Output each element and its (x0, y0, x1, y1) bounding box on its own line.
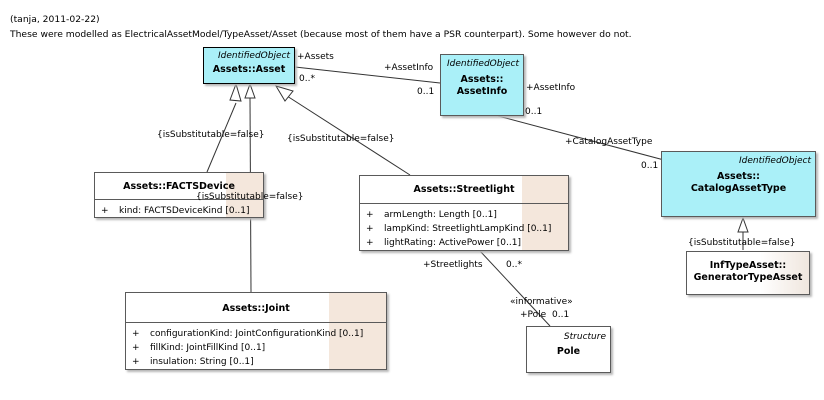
attribute-text: kind: FACTSDeviceKind [0..1] (119, 206, 250, 216)
class-asset-info-name-line1: Assets:: (460, 74, 504, 85)
attribute-row: + insulation: String [0..1] (126, 355, 386, 369)
label-assetinfo-multiplicity-2: 0..1 (525, 107, 543, 117)
label-assetinfo-role-2: +AssetInfo (526, 83, 576, 93)
class-facts-device-name: Assets::FACTSDevice (123, 181, 235, 192)
note-description: These were modelled as ElectricalAssetMo… (10, 29, 632, 40)
class-catalog-asset-type-name-line2: CatalogAssetType (690, 183, 787, 194)
attribute-visibility: + (366, 210, 374, 220)
class-pole-name: Pole (556, 346, 581, 357)
class-joint[interactable]: Assets::Joint + configurationKind: Joint… (125, 292, 387, 370)
note-author-date: (tanja, 2011-02-22) (10, 14, 100, 25)
label-pole-multiplicity: 0..1 (552, 310, 570, 320)
association-asset-assetinfo (294, 66, 441, 84)
attribute-visibility: + (366, 238, 374, 248)
attribute-text: armLength: Length [0..1] (384, 210, 497, 220)
attribute-text: lightRating: ActivePower [0..1] (384, 238, 521, 248)
attribute-visibility: + (101, 206, 109, 216)
class-catalog-asset-type-stereotype: IdentifiedObject (738, 156, 811, 166)
attribute-text: fillKind: JointFillKind [0..1] (150, 343, 266, 353)
label-catalog-multiplicity: 0..1 (641, 161, 659, 171)
class-generator-type-asset-name-line2: GeneratorTypeAsset (693, 272, 803, 283)
attribute-text: insulation: String [0..1] (150, 357, 254, 367)
label-streetlights-role: +Streetlights (423, 260, 483, 270)
label-substitutable-facts: {isSubstitutable=false} (157, 130, 265, 140)
class-asset-info-stereotype: IdentifiedObject (446, 59, 519, 69)
class-asset-info[interactable]: IdentifiedObject Assets:: AssetInfo (440, 54, 524, 116)
label-assetinfo-role: +AssetInfo (384, 63, 434, 73)
class-joint-attributes: + configurationKind: JointConfigurationK… (126, 322, 386, 371)
attribute-visibility: + (132, 357, 140, 367)
label-assets-role: +Assets (297, 52, 334, 62)
class-streetlight-attributes: + armLength: Length [0..1] + lampKind: S… (360, 203, 568, 252)
label-assetinfo-multiplicity: 0..1 (417, 87, 435, 97)
class-asset-stereotype: IdentifiedObject (217, 51, 290, 61)
class-catalog-asset-type[interactable]: IdentifiedObject Assets:: CatalogAssetTy… (661, 151, 816, 217)
class-asset-name: Assets::Asset (212, 64, 286, 75)
label-catalog-role: +CatalogAssetType (565, 137, 653, 147)
attribute-row: + armLength: Length [0..1] (360, 208, 568, 222)
class-facts-device-attributes: + kind: FACTSDeviceKind [0..1] (95, 199, 263, 220)
class-pole[interactable]: Structure Pole (526, 326, 611, 373)
class-joint-name: Assets::Joint (222, 303, 290, 314)
label-substitutable-joint: {isSubstitutable=false} (196, 192, 304, 202)
attribute-text: configurationKind: JointConfigurationKin… (150, 329, 364, 339)
generalization-arrowhead-facts (229, 82, 242, 102)
label-assets-multiplicity: 0..* (299, 74, 315, 84)
class-catalog-asset-type-name-line1: Assets:: (717, 171, 760, 182)
attribute-row: + configurationKind: JointConfigurationK… (126, 327, 386, 341)
attribute-visibility: + (366, 224, 374, 234)
class-generator-type-asset-name-line1: InfTypeAsset:: (709, 260, 787, 271)
class-generator-type-asset[interactable]: InfTypeAsset:: GeneratorTypeAsset (686, 251, 810, 295)
label-pole-role: +Pole (520, 310, 547, 320)
class-facts-device[interactable]: Assets::FACTSDevice + kind: FACTSDeviceK… (94, 172, 264, 218)
attribute-text: lampKind: StreetlightLampKind [0..1] (384, 224, 552, 234)
label-substitutable-gentype: {isSubstitutable=false} (688, 238, 796, 248)
class-asset[interactable]: IdentifiedObject Assets::Asset (203, 47, 295, 84)
generalization-facts-asset (206, 102, 237, 173)
class-pole-stereotype: Structure (563, 332, 606, 342)
label-substitutable-streetlight: {isSubstitutable=false} (287, 134, 395, 144)
label-streetlights-multiplicity: 0..* (506, 260, 522, 270)
generalization-arrowhead-joint (244, 82, 256, 99)
class-streetlight[interactable]: Assets::Streetlight + armLength: Length … (359, 175, 569, 251)
attribute-visibility: + (132, 343, 140, 353)
generalization-streetlight-asset (286, 95, 411, 176)
association-assetinfo-catalogassettype (497, 115, 665, 161)
attribute-row: + lightRating: ActivePower [0..1] (360, 236, 568, 250)
attribute-visibility: + (132, 329, 140, 339)
label-informative-stereotype: «informative» (510, 297, 573, 307)
attribute-row: + kind: FACTSDeviceKind [0..1] (95, 204, 263, 218)
attribute-row: + fillKind: JointFillKind [0..1] (126, 341, 386, 355)
generalization-arrowhead-gentype (737, 216, 749, 233)
class-streetlight-name: Assets::Streetlight (413, 184, 515, 195)
association-streetlight-pole (479, 250, 551, 327)
generalization-arrowhead-streetlight (274, 85, 294, 102)
attribute-row: + lampKind: StreetlightLampKind [0..1] (360, 222, 568, 236)
class-asset-info-name-line2: AssetInfo (456, 86, 508, 97)
